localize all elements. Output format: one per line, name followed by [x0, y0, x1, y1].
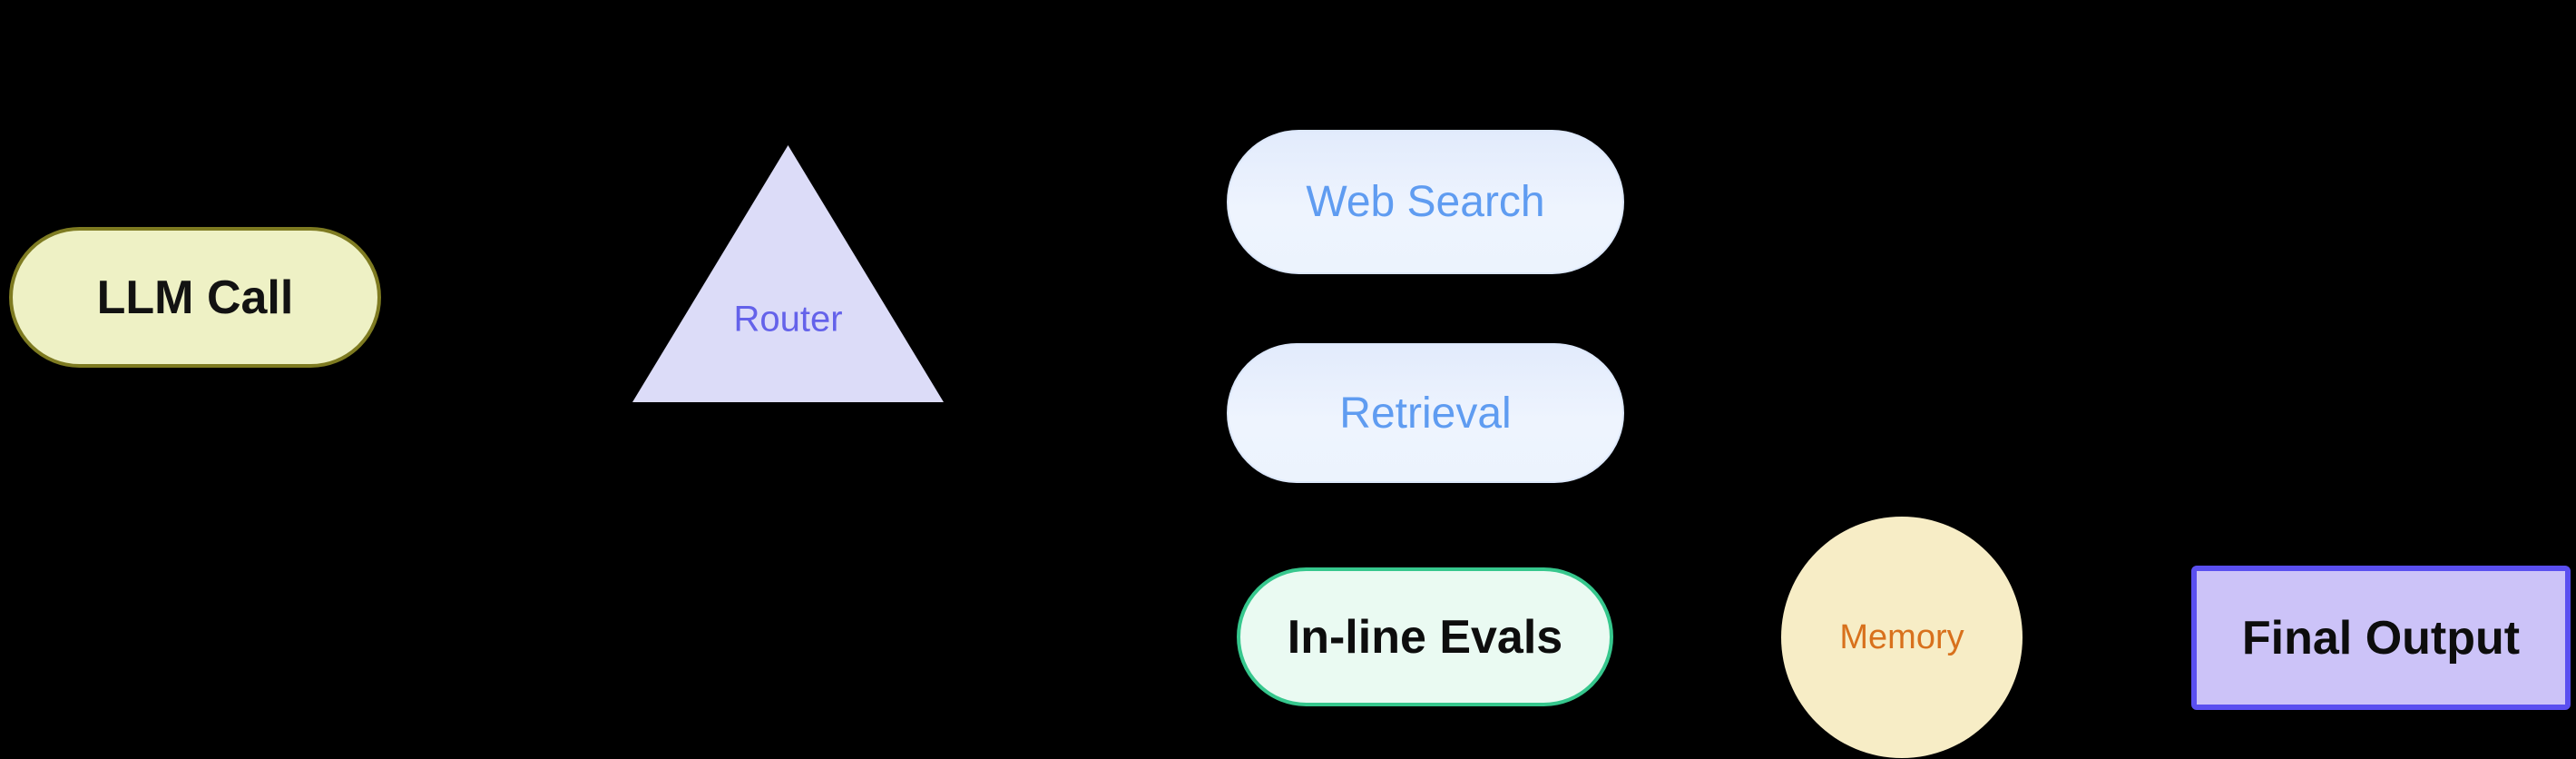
- router-label: Router: [733, 299, 843, 340]
- final-output-node: Final Output: [2191, 566, 2571, 710]
- llm-call-node: LLM Call: [9, 227, 381, 368]
- router-node: Router: [632, 145, 944, 402]
- inline-evals-label: In-line Evals: [1287, 610, 1563, 664]
- router-triangle-shape: [632, 145, 944, 402]
- memory-node: Memory: [1781, 517, 2023, 758]
- web-search-node: Web Search: [1227, 130, 1624, 274]
- memory-label: Memory: [1839, 617, 1964, 656]
- llm-call-label: LLM Call: [96, 271, 294, 324]
- inline-evals-node: In-line Evals: [1237, 567, 1613, 706]
- final-output-label: Final Output: [2241, 611, 2521, 665]
- retrieval-node: Retrieval: [1227, 343, 1624, 483]
- web-search-label: Web Search: [1306, 178, 1545, 226]
- retrieval-label: Retrieval: [1339, 389, 1512, 438]
